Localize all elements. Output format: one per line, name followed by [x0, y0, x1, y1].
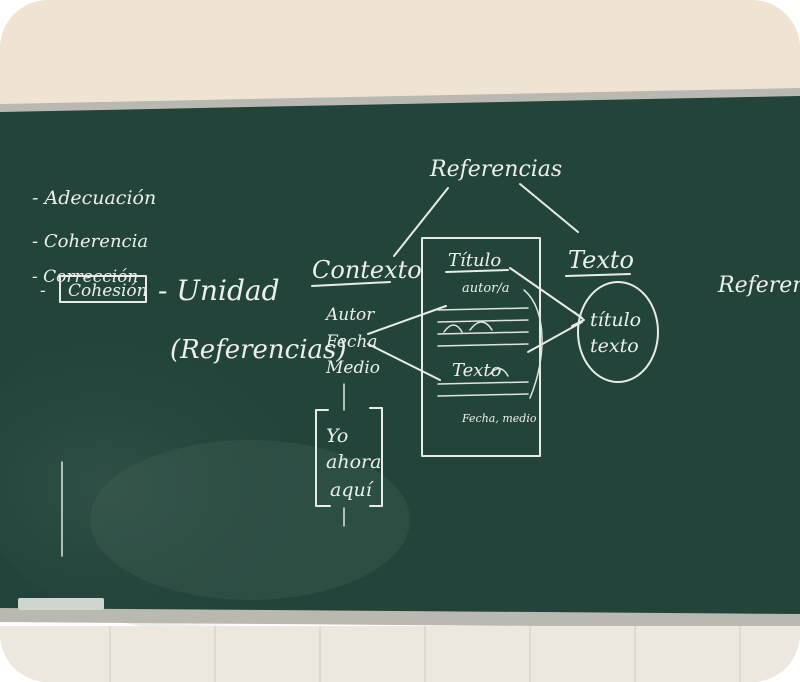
board-frame-top — [0, 88, 800, 114]
doc-titulo: Título — [448, 250, 501, 271]
cohesion-box — [59, 275, 147, 303]
line-ref-texto — [519, 183, 579, 233]
list-item-coherencia: - Coherencia — [32, 231, 148, 252]
unidad-label: - Unidad — [158, 274, 280, 307]
wall-tiles — [0, 626, 800, 682]
arrow-fecha — [367, 343, 441, 381]
contexto-underline — [311, 281, 391, 287]
doc-texto: Texto — [452, 360, 502, 381]
bracket-left — [315, 409, 331, 507]
doc-text-lines-2 — [437, 367, 529, 397]
list-item-cohesion: Cohesión — [68, 281, 148, 301]
texto-underline — [565, 273, 631, 277]
referencias-top-label: Referencias — [429, 157, 562, 182]
tile-grout — [109, 626, 741, 682]
circle-texto: texto — [590, 335, 639, 357]
contexto-medio: Medio — [325, 358, 380, 378]
doc-fecha-medio: Fecha, medio — [461, 412, 537, 425]
chalk-tray — [0, 608, 800, 628]
texto-heading: Texto — [568, 246, 634, 274]
circle-titulo: título — [590, 309, 641, 331]
deixis-aqui: aquí — [330, 479, 375, 501]
bracket-right — [369, 407, 383, 507]
arrow-autor — [367, 305, 447, 335]
eraser-smudge-2 — [90, 440, 410, 600]
list-item-adecuacion: - Adecuación — [32, 187, 156, 209]
line-ref-contexto — [393, 187, 449, 257]
contexto-autor: Autor — [324, 305, 375, 325]
contexto-title: Contexto — [312, 256, 422, 284]
titulo-underline — [445, 269, 509, 273]
titulo-texto-circle — [577, 281, 659, 383]
deixis-yo: Yo — [326, 425, 348, 447]
arrow-titulo-circle — [509, 267, 583, 319]
list-item-cohesion-prefix: - — [40, 281, 46, 301]
doc-text-lines — [437, 307, 529, 347]
eraser — [18, 598, 104, 610]
eraser-smudge — [0, 310, 410, 630]
document-box — [421, 237, 541, 457]
curve-into-doc — [523, 289, 543, 399]
arrowhead — [571, 311, 585, 327]
contexto-fecha: Fecha — [325, 332, 378, 352]
right-edge-referencias: Referenci — [717, 273, 800, 298]
deixis-ahora: ahora — [326, 451, 381, 473]
arrow-texto-circle — [527, 321, 583, 353]
doc-autor: autor/a — [462, 281, 510, 296]
referencias-paren-label: (Referencias) — [170, 335, 347, 365]
